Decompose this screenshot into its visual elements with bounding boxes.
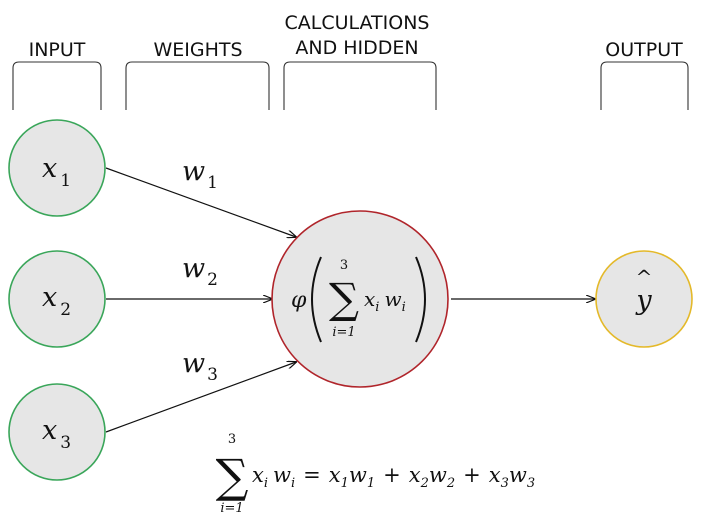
sum-upper-limit: 3 xyxy=(340,258,348,273)
eq-sum-symbol: ∑ xyxy=(216,449,249,503)
svg-text:x1: x1 xyxy=(42,153,71,191)
activation-symbol: φ xyxy=(291,288,307,313)
header-weights: WEIGHTS xyxy=(153,39,242,61)
bracket-output xyxy=(600,61,689,110)
bracket-calculations xyxy=(283,61,437,110)
output-symbol: y xyxy=(635,285,652,316)
header-input: INPUT xyxy=(29,39,86,61)
bracket-input xyxy=(12,61,102,110)
eq-upper-limit: 3 xyxy=(228,432,236,447)
sum-symbol: ∑ xyxy=(329,274,359,323)
edge-x1-hidden xyxy=(105,167,296,237)
bracket-weights xyxy=(125,61,270,110)
svg-text:x2: x2 xyxy=(42,282,71,320)
output-hat: ^ xyxy=(636,265,653,289)
output-node: ^ y xyxy=(595,250,693,348)
header-output: OUTPUT xyxy=(605,39,683,61)
header-and-hidden: AND HIDDEN xyxy=(295,37,418,59)
right-paren xyxy=(415,256,426,343)
left-paren xyxy=(311,256,322,343)
header-calculations: CALCULATIONS xyxy=(284,12,429,34)
eq-lower-limit: i=1 xyxy=(220,501,243,516)
sum-lower-limit: i=1 xyxy=(332,325,355,340)
edge-x3-hidden xyxy=(105,362,296,433)
svg-text:x3: x3 xyxy=(42,415,71,453)
